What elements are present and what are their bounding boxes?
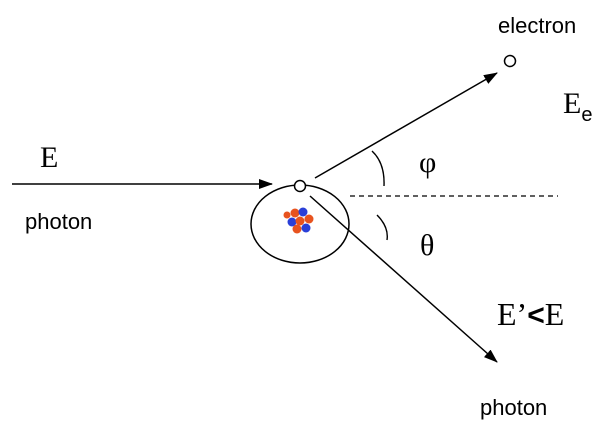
scattered-energy-prime: E’ [497,296,527,332]
target-electron [295,181,306,192]
nucleus [284,208,314,234]
scattered-energy-base: E [545,296,565,332]
electron-label: electron [498,13,576,38]
incident-energy-label: E [40,141,58,174]
scattered-photon-arrow [310,196,497,362]
scattered-energy-lt: < [527,299,545,332]
scattered-electron-arrow [315,73,497,178]
scattered-photon-label: photon [480,395,547,420]
electron-angle-label: φ [419,146,436,179]
photon-angle-arc [377,215,387,240]
scattered-energy-label: E’<E [497,296,564,332]
photon-angle-label: θ [420,229,434,262]
electron-energy-subscript: e [581,104,592,126]
electron-energy-label: Ee [563,87,592,126]
electron-energy-base: E [563,87,581,120]
scattered-electron [505,56,516,67]
electron-angle-arc [372,151,384,186]
incident-photon-label: photon [25,209,92,234]
